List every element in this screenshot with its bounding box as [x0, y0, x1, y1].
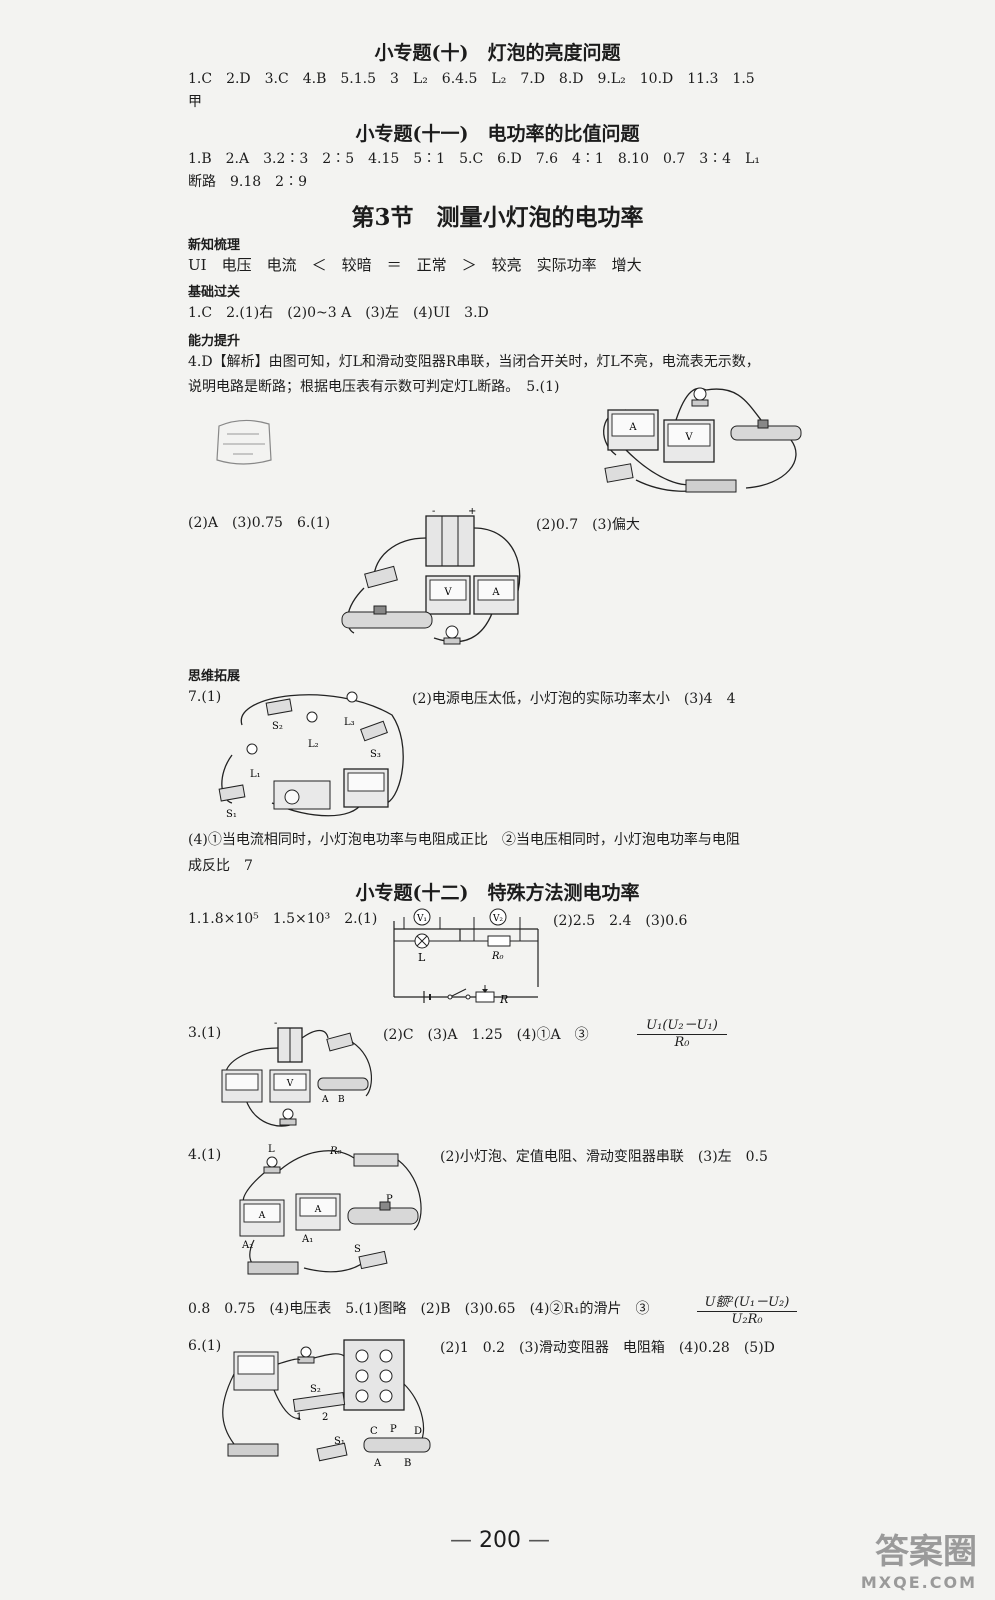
t12q6-a-label: A [373, 1458, 382, 1469]
q7-s2-label: S₂ [272, 721, 283, 732]
q4-a2-label: A₂ [241, 1240, 253, 1251]
q4-lamp-label: L [268, 1144, 275, 1155]
q7-circuit-figure: S₂ L₃ L₂ S₃ L₁ S₁ [212, 685, 408, 823]
q6-battery-minus: - [432, 508, 435, 517]
q7-s1-label: S₁ [226, 809, 237, 820]
jichu-answers: 1.C 2.(1)右 (2)0~3 A (3)左 (4)UI 3.D [188, 305, 489, 321]
q7-l3-label: L₃ [344, 717, 355, 728]
t12q6-n1-label: 1 [296, 1412, 302, 1423]
q7-answer-4-line1: (4)①当电流相同时，小灯泡电功率与电阻成正比 ②当电压相同时，小灯泡电功率与电… [188, 832, 740, 848]
topic12-q4-answers: (2)小灯泡、定值电阻、滑动变阻器串联 (3)左 0.5 [440, 1149, 768, 1165]
q4-ammeter1-mark: A [314, 1205, 322, 1215]
q3-fraction-denominator: R₀ [674, 1035, 690, 1050]
t12q6-n2-label: 2 [322, 1412, 328, 1423]
t12q6-p-label: P [390, 1424, 397, 1435]
topic12-q1-q2: 1.1.8×10⁵ 1.5×10³ 2.(1) [188, 911, 378, 927]
topic11-title: 小专题(十一) 电功率的比值问题 [355, 123, 640, 145]
ink-stamp [213, 416, 275, 468]
q4-analysis-line1: 4.D【解析】由图可知，灯L和滑动变阻器R串联，当闭合开关时，灯L不亮，电流表无… [188, 354, 760, 370]
jichu-label: 基础过关 [188, 285, 241, 300]
watermark-text: 答案圈 [875, 1532, 977, 1572]
q7-s3-label: S₃ [370, 749, 381, 760]
q7-answers: (2)电源电压太低，小灯泡的实际功率太小 (3)4 4 [412, 691, 736, 707]
watermark-logo: 答案圈 MXQE.COM [827, 1524, 977, 1592]
q3-fraction: U₁(U₂－U₁) R₀ [637, 1014, 727, 1050]
q7-l1-label: L₁ [250, 769, 261, 780]
q5-fraction-numerator: U额²(U₁－U₂) [697, 1291, 797, 1312]
topic12-q3-answers: (2)C (3)A 1.25 (4)①A ③ [383, 1027, 589, 1043]
xinzhi-label: 新知梳理 [188, 238, 241, 253]
q7-answer-4-line2: 成反比 7 [188, 858, 253, 874]
topic11-answers-line1: 1.B 2.A 3.2∶3 2∶5 4.15 5∶1 5.C 6.D 7.6 4… [188, 151, 760, 167]
t12q6-s2-label: S₂ [310, 1384, 321, 1395]
q3-fraction-numerator: U₁(U₂－U₁) [637, 1014, 727, 1035]
siwei-label: 思维拓展 [188, 669, 241, 684]
xinzhi-answers: UI 电压 电流 ＜ 较暗 ＝ 正常 ＞ 较亮 实际功率 增大 [188, 256, 642, 274]
q5-answers: (2)A (3)0.75 6.(1) [188, 515, 331, 531]
q6-battery-plus: + [468, 508, 476, 517]
q5-fraction: U额²(U₁－U₂) U₂R₀ [697, 1291, 797, 1327]
q5-fraction-denominator: U₂R₀ [731, 1312, 763, 1327]
t12q6-c-label: C [370, 1426, 378, 1437]
q4-ammeter2-mark: A [258, 1211, 266, 1221]
watermark-url: MXQE.COM [860, 1573, 977, 1592]
q3-a-label: A [321, 1095, 329, 1105]
section3-title: 第3节 测量小灯泡的电功率 [351, 204, 644, 231]
page-number: — 200 — [450, 1528, 550, 1553]
t12q6-d-label: D [414, 1426, 422, 1437]
nengli-label: 能力提升 [188, 334, 241, 349]
q4-p-label: P [386, 1194, 393, 1205]
topic12-title: 小专题(十二) 特殊方法测电功率 [355, 882, 640, 904]
q3-circuit-figure: - V A B [216, 1018, 378, 1136]
q4-analysis-line2: 说明电路是断路；根据电压表有示数可判定灯L断路。 5.(1) [188, 379, 560, 395]
q6-ammeter-label: A [491, 587, 500, 598]
topic12-q2-answers: (2)2.5 2.4 (3)0.6 [553, 913, 688, 929]
q5-ammeter-label: A [628, 422, 637, 433]
q6-voltmeter-label: V [443, 587, 452, 598]
q3-voltmeter-label: V [286, 1079, 294, 1089]
topic12-q6-label: 6.(1) [188, 1338, 222, 1354]
topic11-answers-line2: 断路 9.18 2∶9 [188, 174, 307, 190]
q2-circuit-diagram: V₁ V₂ L R₀ R [390, 905, 546, 1009]
topic12-q4-label: 4.(1) [188, 1147, 222, 1163]
q7-l2-label: L₂ [308, 739, 319, 750]
t12q6-s1-label: S₁ [334, 1436, 345, 1447]
q2-r0-label: R₀ [491, 951, 504, 962]
q3-battery-minus: - [274, 1018, 277, 1029]
q4-s-label: S [354, 1244, 361, 1255]
page-number-text: 200 [479, 1528, 521, 1553]
topic12-q4-q5-line: 0.8 0.75 (4)电压表 5.(1)图略 (2)B (3)0.65 (4)… [188, 1301, 650, 1317]
t12q6-b-label: B [404, 1458, 411, 1469]
q5-voltmeter-label: V [684, 432, 693, 443]
topic12-q6-answers: (2)1 0.2 (3)滑动变阻器 电阻箱 (4)0.28 (5)D [440, 1340, 775, 1356]
topic10-answers-line1: 1.C 2.D 3.C 4.B 5.1.5 3 L₂ 6.4.5 L₂ 7.D … [188, 71, 755, 87]
q7-label: 7.(1) [188, 689, 222, 705]
q2-lamp-label: L [418, 951, 426, 964]
topic10-answers-line2: 甲 [188, 94, 202, 110]
q2-r-label: R [499, 993, 508, 1006]
q3-b-label: B [338, 1095, 345, 1105]
q6-answers: (2)0.7 (3)偏大 [536, 517, 640, 533]
topic12-q6-circuit-figure: S₂ 1 2 C P D A B S₁ [214, 1334, 438, 1470]
q4-a1-label: A₁ [301, 1234, 313, 1245]
q2-v2-label: V₂ [492, 914, 503, 924]
topic10-title: 小专题(十) 灯泡的亮度问题 [374, 42, 621, 64]
q5-circuit-figure: A V [596, 380, 811, 498]
topic12-q3-label: 3.(1) [188, 1025, 222, 1041]
q4-circuit-figure: L R₀ A A₂ A A₁ P S [234, 1140, 430, 1282]
q6-circuit-figure: - + V A [334, 508, 534, 658]
q2-v1-label: V₁ [416, 914, 427, 924]
